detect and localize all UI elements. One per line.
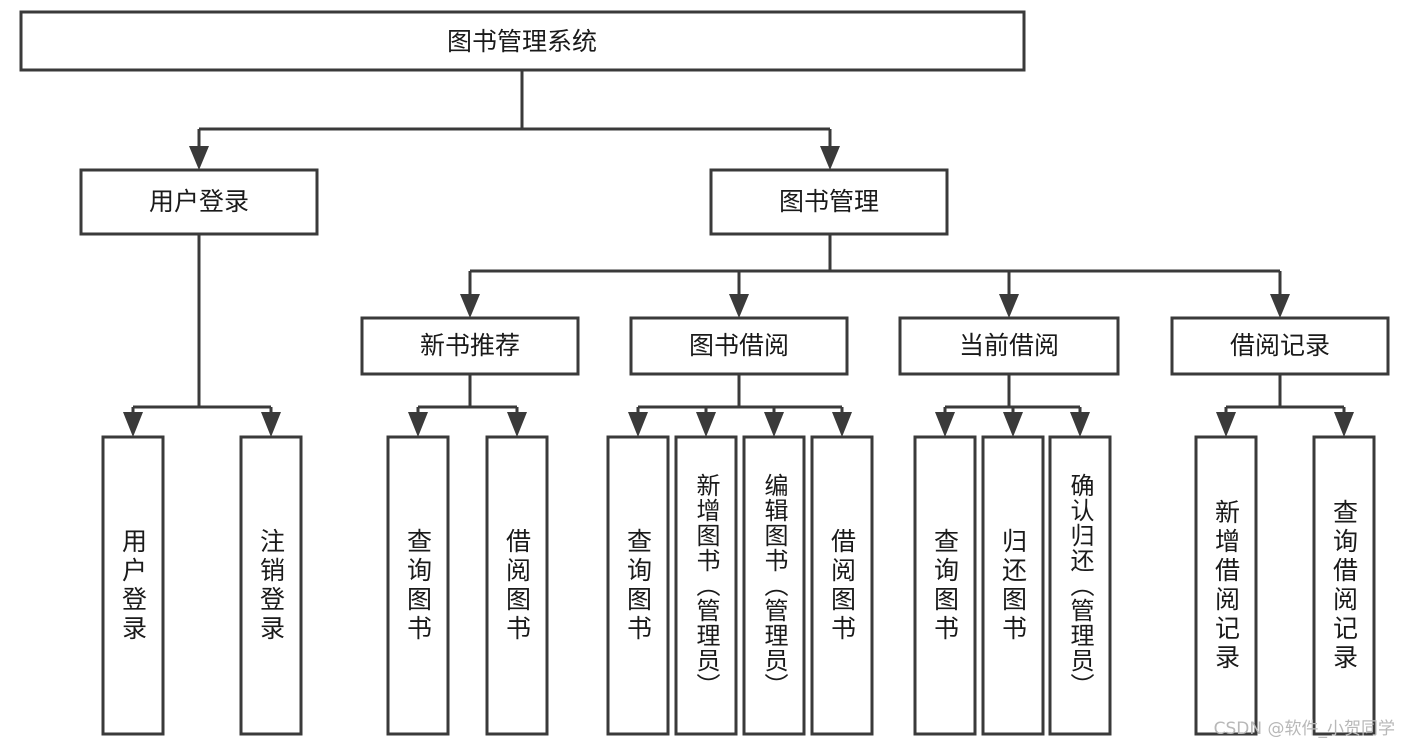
leaf-add-record-box[interactable] xyxy=(1194,435,1258,736)
leaf-query-book-3-box[interactable] xyxy=(913,435,977,736)
arrow-head-icon xyxy=(1270,294,1290,318)
node-new-book-recommend-box[interactable] xyxy=(360,316,580,376)
node-user-login-label: 用户登录 xyxy=(149,187,249,216)
node-book-borrow-box[interactable] xyxy=(629,316,849,376)
arrow-head-icon xyxy=(1003,412,1023,437)
leaf-user-login-box[interactable] xyxy=(101,435,165,736)
leaf-edit-book-box[interactable] xyxy=(742,435,806,736)
node-book-borrow-label: 图书借阅 xyxy=(689,331,789,360)
connector-current-borrow-to-leaves xyxy=(935,374,1090,437)
node-user-login[interactable]: 用户登录 xyxy=(79,168,319,236)
arrow-head-icon xyxy=(820,146,840,170)
arrow-head-icon xyxy=(460,294,480,318)
leaf-boxes xyxy=(101,435,1376,736)
leaf-query-record-box[interactable] xyxy=(1312,435,1376,736)
arrow-head-icon xyxy=(696,412,716,437)
connector-borrow-record-to-leaves xyxy=(1216,374,1354,437)
connector-book-borrow-to-leaves xyxy=(628,374,852,437)
node-root[interactable]: 图书管理系统 xyxy=(19,10,1026,72)
arrow-head-icon xyxy=(1070,412,1090,437)
arrow-head-icon xyxy=(123,412,143,437)
leaf-add-book-box[interactable] xyxy=(674,435,738,736)
arrow-head-icon xyxy=(408,412,428,437)
connector-new-book-recommend-to-leaves xyxy=(408,374,527,437)
arrow-head-icon xyxy=(189,146,209,170)
arrow-head-icon xyxy=(1216,412,1236,437)
node-current-borrow-label: 当前借阅 xyxy=(959,331,1059,360)
node-current-borrow[interactable]: 当前借阅 xyxy=(898,316,1120,376)
arrow-head-icon xyxy=(507,412,527,437)
arrow-head-icon xyxy=(1334,412,1354,437)
node-new-book-recommend-label: 新书推荐 xyxy=(420,331,520,360)
node-book-management[interactable]: 图书管理 xyxy=(709,168,949,236)
arrow-head-icon xyxy=(832,412,852,437)
node-book-management-box[interactable] xyxy=(709,168,949,236)
arrow-head-icon xyxy=(628,412,648,437)
connector-user-login-to-leaves xyxy=(123,234,281,437)
arrow-head-icon xyxy=(935,412,955,437)
leaf-user-logout-box[interactable] xyxy=(239,435,303,736)
arrow-head-icon xyxy=(999,294,1019,318)
node-borrow-record-label: 借阅记录 xyxy=(1230,331,1330,360)
node-borrow-record[interactable]: 借阅记录 xyxy=(1170,316,1390,376)
arrow-head-icon xyxy=(764,412,784,437)
node-new-book-recommend[interactable]: 新书推荐 xyxy=(360,316,580,376)
node-user-login-box[interactable] xyxy=(79,168,319,236)
arrow-head-icon xyxy=(729,294,749,318)
connector-root-to-level2 xyxy=(189,70,840,170)
leaf-query-book-1-box[interactable] xyxy=(386,435,450,736)
leaf-borrow-book-1-box[interactable] xyxy=(485,435,549,736)
arrow-head-icon xyxy=(261,412,281,437)
node-borrow-record-box[interactable] xyxy=(1170,316,1390,376)
connector-book-management-to-level3 xyxy=(460,234,1290,318)
node-book-borrow[interactable]: 图书借阅 xyxy=(629,316,849,376)
node-root-label: 图书管理系统 xyxy=(447,27,597,56)
leaf-borrow-book-2-box[interactable] xyxy=(810,435,874,736)
node-book-management-label: 图书管理 xyxy=(779,187,879,216)
leaf-confirm-return-box[interactable] xyxy=(1048,435,1112,736)
leaf-return-book-box[interactable] xyxy=(981,435,1045,736)
leaf-query-book-2-box[interactable] xyxy=(606,435,670,736)
node-root-box[interactable] xyxy=(19,10,1026,72)
node-current-borrow-box[interactable] xyxy=(898,316,1120,376)
